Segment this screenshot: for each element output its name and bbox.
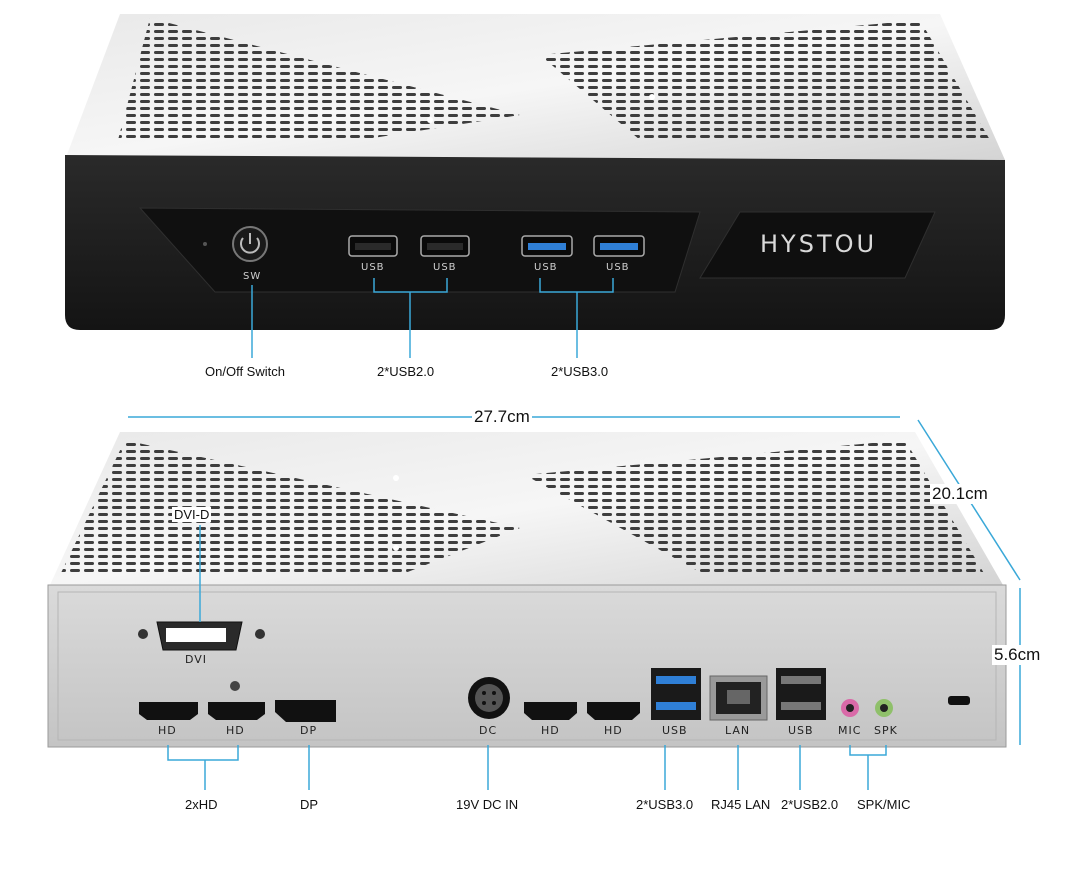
callout-dc-in: 19V DC IN xyxy=(456,797,519,812)
led-indicator xyxy=(203,242,207,246)
speaker-jack[interactable] xyxy=(875,699,893,717)
rear-panel xyxy=(47,584,1007,748)
rj45-lan-port[interactable] xyxy=(709,675,768,721)
vent-pattern-right xyxy=(525,440,985,575)
hdmi-port[interactable] xyxy=(587,702,640,720)
hd-label: HD xyxy=(604,724,623,737)
rear-callout-lines xyxy=(167,525,887,790)
usb-label: USB xyxy=(606,262,630,273)
screw-dot xyxy=(427,117,433,123)
power-button[interactable] xyxy=(232,226,268,262)
callout-usb2: 2*USB2.0 xyxy=(377,364,435,379)
front-usb3-port[interactable] xyxy=(521,235,573,257)
usb-label: USB xyxy=(534,262,558,273)
vent-pattern-left xyxy=(60,440,520,575)
front-usb3-port[interactable] xyxy=(593,235,645,257)
callout-usb3: 2*USB3.0 xyxy=(636,797,694,812)
callout-dp: DP xyxy=(300,797,319,812)
hdmi-port[interactable] xyxy=(139,702,198,720)
vent-pattern-right xyxy=(540,20,990,140)
callout-lan: RJ45 LAN xyxy=(711,797,771,812)
power-label: SW xyxy=(243,271,262,282)
hdmi-port[interactable] xyxy=(524,702,577,720)
dp-label: DP xyxy=(300,724,318,737)
dimension-width: 27.7cm xyxy=(472,407,532,427)
hdmi-port[interactable] xyxy=(208,681,265,720)
callout-audio: SPK/MIC xyxy=(857,797,911,812)
usb-label: USB xyxy=(662,724,688,737)
usb-label: USB xyxy=(788,724,814,737)
power-icon xyxy=(240,237,260,254)
usb-label: USB xyxy=(361,262,385,273)
front-view-device xyxy=(65,14,1005,358)
dc-label: DC xyxy=(479,724,498,737)
dvi-d-label: DVI-D xyxy=(172,507,212,522)
callout-2xhd: 2xHD xyxy=(185,797,218,812)
mic-label: MIC xyxy=(838,724,862,737)
lan-label: LAN xyxy=(725,724,751,737)
rear-usb2-port[interactable] xyxy=(776,668,826,720)
displayport-port[interactable] xyxy=(275,700,336,722)
vent-pattern-left xyxy=(118,18,520,140)
front-usb2-port[interactable] xyxy=(348,235,398,257)
hd-label: HD xyxy=(541,724,560,737)
rear-view-device xyxy=(47,416,1021,790)
kensington-lock-slot xyxy=(948,696,970,705)
screw-icon xyxy=(230,681,240,691)
dimension-height: 5.6cm xyxy=(992,645,1043,665)
front-recess xyxy=(138,207,701,293)
dimension-depth: 20.1cm xyxy=(930,484,990,504)
callout-power: On/Off Switch xyxy=(205,364,285,379)
screw-dot xyxy=(393,475,399,481)
screw-dot xyxy=(393,545,399,551)
dvi-label: DVI xyxy=(185,653,208,666)
front-callout-lines xyxy=(251,278,614,358)
mic-jack[interactable] xyxy=(841,699,859,717)
callout-usb3: 2*USB3.0 xyxy=(551,364,609,379)
usb-label: USB xyxy=(433,262,457,273)
hd-label: HD xyxy=(158,724,177,737)
front-usb2-port[interactable] xyxy=(420,235,470,257)
callout-usb2: 2*USB2.0 xyxy=(781,797,839,812)
dc-power-port[interactable] xyxy=(468,677,510,719)
screw-dot xyxy=(649,94,655,100)
hd-label: HD xyxy=(226,724,245,737)
brand-logo: HYSTOU xyxy=(760,230,878,258)
rear-usb3-port[interactable] xyxy=(651,668,701,720)
dvi-port[interactable] xyxy=(138,621,265,651)
brand-plate xyxy=(699,211,936,279)
spk-label: SPK xyxy=(874,724,898,737)
